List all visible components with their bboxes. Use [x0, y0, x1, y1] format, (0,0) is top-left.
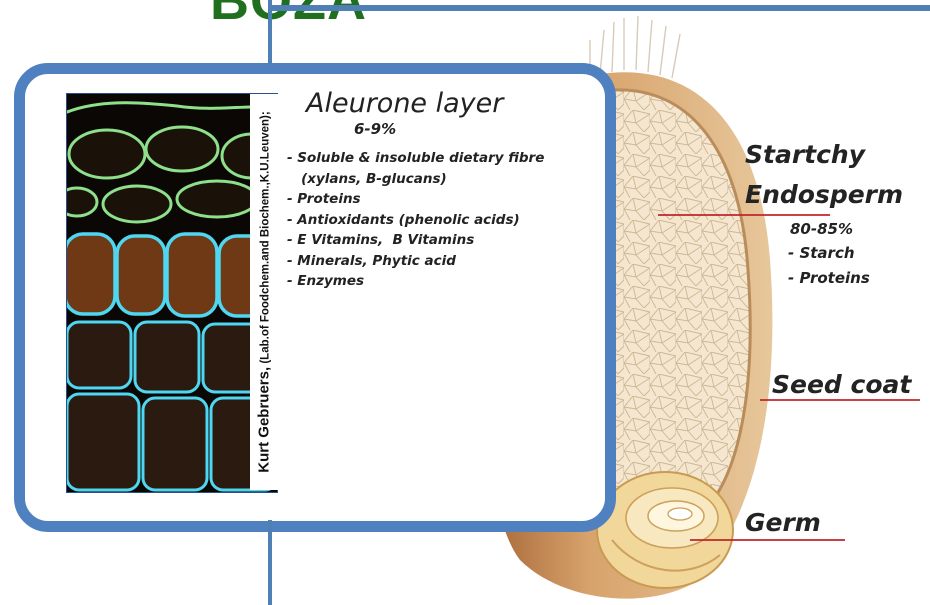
list-item: - Enzymes: [287, 271, 544, 292]
endosperm-label-line1: Startchy: [745, 140, 865, 169]
germ-region: [597, 472, 733, 588]
list-item: - Antioxidants (phenolic acids): [287, 210, 544, 231]
top-rule: [268, 5, 930, 11]
list-item: - Soluble & insoluble dietary fibre: [287, 148, 544, 169]
list-item: - Proteins: [287, 189, 544, 210]
seed-coat-label: Seed coat: [772, 370, 911, 399]
photo-credit: Kurt Gebruers, (Lab.of Foodchem.and Bioc…: [250, 94, 278, 490]
aleurone-list: - Soluble & insoluble dietary fibre (xyl…: [287, 148, 544, 292]
endosperm-item-proteins: - Proteins: [788, 269, 870, 287]
list-item: - E Vitamins, B Vitamins: [287, 230, 544, 251]
list-item: - Minerals, Phytic acid: [287, 251, 544, 272]
aleurone-micrograph: [66, 93, 278, 493]
credit-author: Kurt Gebruers,: [256, 367, 273, 473]
credit-affiliation: (Lab.of Foodchem.and Biochem.,K.U.Leuven…: [260, 111, 272, 363]
list-item: (xylans, B-glucans): [287, 169, 544, 190]
aleurone-title: Aleurone layer: [306, 88, 503, 119]
endosperm-item-starch: - Starch: [788, 244, 855, 262]
germ-label: Germ: [745, 508, 821, 537]
endosperm-label-line2: Endosperm: [745, 180, 903, 209]
endosperm-percent: 80-85%: [790, 220, 853, 238]
aleurone-percent: 6-9%: [354, 120, 396, 138]
